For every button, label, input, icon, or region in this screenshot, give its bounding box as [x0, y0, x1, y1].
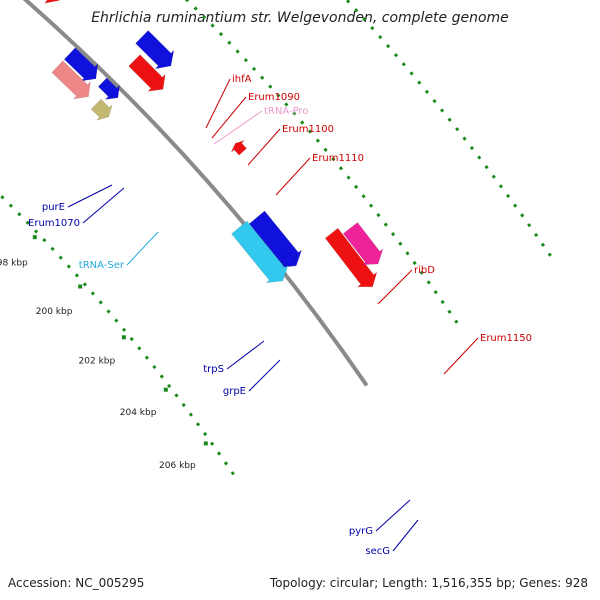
gene-label-tRNA-Pro[interactable]: tRNA-Pro: [264, 106, 308, 117]
gene-feature-grpE[interactable]: [90, 98, 113, 121]
genome-backbone: [22, 0, 369, 387]
scale-tick: [32, 235, 37, 240]
gene-label-Erum1090[interactable]: Erum1090: [248, 92, 300, 103]
gene-callout-Erum1070: [82, 187, 125, 224]
gene-callout-tRNA-Pro: [213, 110, 263, 145]
gene-label-secG[interactable]: secG: [365, 546, 390, 557]
gene-callout-Erum1150: [443, 337, 479, 375]
gene-feature-orf-197[interactable]: [128, 54, 166, 92]
scale-label: 202 kbp: [79, 357, 116, 367]
gene-feature-ribD[interactable]: [135, 30, 175, 70]
gene-feature-secG[interactable]: [281, 252, 298, 268]
gene-label-grpE[interactable]: grpE: [223, 386, 246, 397]
gene-label-Erum1070[interactable]: Erum1070: [28, 218, 80, 229]
gene-label-trpS[interactable]: trpS: [203, 364, 224, 375]
gene-callout-Erum1110: [275, 157, 311, 196]
gene-feature-orf-204b[interactable]: [342, 222, 384, 266]
gene-label-ribD[interactable]: ribD: [414, 265, 435, 276]
gc-tick-ring-3: [344, 0, 554, 260]
gene-callout-ribD: [377, 269, 413, 305]
gene-feature-orf-195[interactable]: [63, 47, 99, 82]
gene-callout-grpE: [248, 359, 281, 392]
gene-callout-trpS: [226, 340, 265, 370]
gene-callout-pyrG: [375, 499, 411, 532]
gene-feature-pyrG[interactable]: [231, 220, 289, 283]
gene-feature-orf-192[interactable]: [0, 0, 61, 4]
gene-label-Erum1100[interactable]: Erum1100: [282, 124, 334, 135]
gene-feature-orf-196[interactable]: [97, 77, 121, 100]
map-title: Ehrlichia ruminantium str. Welgevonden, …: [91, 10, 509, 26]
scale-label: 206 kbp: [159, 461, 196, 471]
gene-callout-Erum1090: [211, 96, 247, 139]
gene-feature-Erum1150[interactable]: [230, 140, 247, 156]
gene-label-purE[interactable]: purE: [42, 202, 65, 213]
gene-label-Erum1150[interactable]: Erum1150: [480, 333, 532, 344]
genome-summary: Topology: circular; Length: 1,516,355 bp…: [269, 576, 588, 590]
gene-callout-ihfA: [205, 78, 231, 129]
gene-callout-purE: [67, 184, 113, 208]
gc-tick-ring-2: [184, 0, 459, 325]
gene-callout-Erum1100: [247, 128, 281, 166]
accession-label: Accession: NC_005295: [8, 576, 145, 590]
gene-callout-secG: [392, 519, 419, 552]
gene-label-Erum1110[interactable]: Erum1110: [312, 153, 364, 164]
gene-callout-tRNA-Ser: [126, 231, 159, 266]
scale-tick: [163, 387, 168, 392]
gene-label-tRNA-Ser[interactable]: tRNA-Ser: [79, 260, 125, 271]
scale-tick: [78, 284, 83, 289]
gene-feature-trpS[interactable]: [51, 60, 91, 100]
scale-tick: [203, 441, 208, 446]
scale-label: 200 kbp: [36, 307, 73, 317]
gene-label-ihfA[interactable]: ihfA: [232, 74, 252, 85]
gene-label-pyrG[interactable]: pyrG: [349, 526, 373, 537]
scale-tick: [121, 335, 126, 340]
scale-label: 198 kbp: [0, 258, 28, 268]
scale-label: 204 kbp: [120, 408, 157, 418]
gene-feature-orf-204[interactable]: [324, 227, 378, 288]
